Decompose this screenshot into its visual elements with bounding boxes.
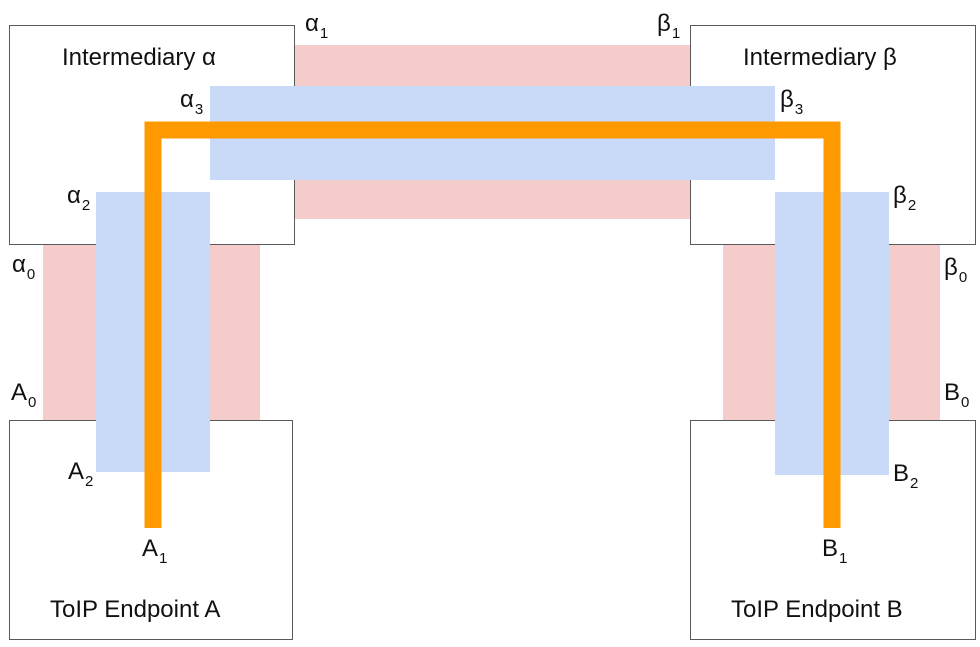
label-a-1: A1 bbox=[142, 535, 168, 567]
label-b-1: B1 bbox=[822, 535, 848, 567]
label-alpha-1: α1 bbox=[305, 10, 329, 42]
label-beta-0: β0 bbox=[944, 254, 968, 286]
blue-channel-right bbox=[775, 192, 889, 475]
label-a-2: A2 bbox=[68, 458, 94, 490]
label-a-0: A0 bbox=[11, 379, 37, 411]
label-beta-3: β3 bbox=[780, 86, 804, 118]
label-alpha-2: α2 bbox=[67, 182, 91, 214]
label-alpha-3: α3 bbox=[180, 86, 204, 118]
endpoint-b-title: ToIP Endpoint B bbox=[731, 596, 903, 623]
label-alpha-0: α0 bbox=[12, 251, 36, 283]
label-b-2: B2 bbox=[893, 460, 919, 492]
endpoint-a-title: ToIP Endpoint A bbox=[50, 596, 221, 623]
label-b-0: B0 bbox=[944, 379, 970, 411]
label-beta-2: β2 bbox=[893, 182, 917, 214]
blue-channel-top bbox=[210, 86, 775, 180]
intermediary-beta-title: Intermediary β bbox=[743, 44, 897, 71]
label-beta-1: β1 bbox=[657, 10, 681, 42]
intermediary-alpha-title: Intermediary α bbox=[62, 44, 216, 71]
blue-channel-left bbox=[96, 192, 210, 472]
